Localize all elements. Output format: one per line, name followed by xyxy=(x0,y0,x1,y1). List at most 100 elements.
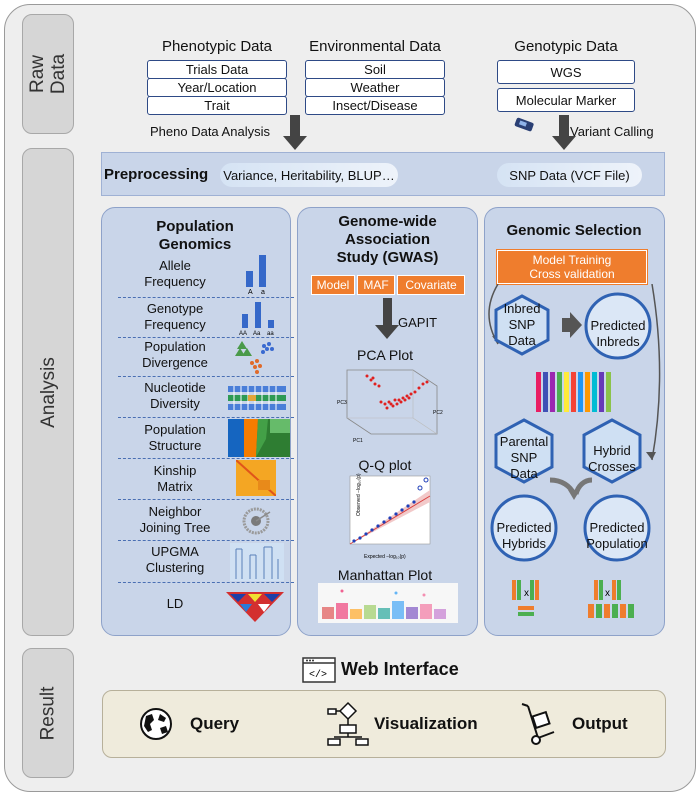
allele-tick-label: a xyxy=(261,289,265,295)
variant-arrow-head xyxy=(552,136,576,150)
genotypic-title: Genotypic Data xyxy=(514,38,618,55)
allele-frequency-chart-icon: A a xyxy=(246,255,266,295)
genomic-selection-title: Genomic Selection xyxy=(506,222,642,239)
variant-arrow-stem xyxy=(559,115,569,137)
allele-tick-label: A xyxy=(248,289,253,295)
inbred-snp-label: Inbred SNP Data xyxy=(503,301,541,348)
population-divergence-icon xyxy=(235,341,274,374)
hybrid-chromosomes: x xyxy=(512,580,539,616)
manhattan-plot-icon xyxy=(318,583,458,623)
genotype-tick-label: aa xyxy=(267,331,274,336)
analysis-side-text: Analysis xyxy=(37,356,59,428)
pg-item-ld: LD xyxy=(166,596,184,611)
pg-item-structure: Population Structure xyxy=(144,422,206,453)
pca-plot-icon: PC3 PC1 PC2 xyxy=(337,369,443,444)
code-icon-text: </> xyxy=(309,669,327,681)
population-structure-icon xyxy=(228,419,290,457)
qq-x-label: Expected −log₁₀(p) xyxy=(364,554,406,560)
ld-heatmap-icon xyxy=(226,592,284,622)
result-side-label: Result xyxy=(22,648,74,778)
qq-plot-title: Q-Q plot xyxy=(358,457,412,473)
genotype-tick-label: AA xyxy=(239,331,247,336)
phenotypic-title: Phenotypic Data xyxy=(161,38,273,55)
pheno-arrow-stem xyxy=(290,115,300,137)
predicted-hybrids-circle xyxy=(490,494,558,562)
pca-axis-label: PC2 xyxy=(433,410,443,416)
dna-sequencer-icon xyxy=(514,117,534,132)
qq-plot-icon: Observed −log₁₀(p) Expected −log₁₀(p) xyxy=(349,473,431,560)
flow-arrow xyxy=(562,312,582,338)
pg-divider xyxy=(118,376,294,377)
pg-item-divergence: Population Divergence xyxy=(142,339,208,370)
geno-item-marker: Molecular Marker xyxy=(497,88,635,112)
pg-divider xyxy=(118,337,294,338)
cross-symbol: x xyxy=(605,588,610,599)
genotype-tick-label: Aa xyxy=(253,331,261,336)
parental-snp-hexagon xyxy=(494,418,554,484)
gs-diagram: x x xyxy=(488,284,661,618)
pheno-item-trait: Trait xyxy=(147,96,287,115)
env-item-soil: Soil xyxy=(305,60,445,79)
pheno-item-trials: Trials Data xyxy=(147,60,287,79)
pg-item-allele: Allele Frequency xyxy=(144,258,206,289)
env-item-insect: Insect/Disease xyxy=(305,96,445,115)
analysis-side-label: Analysis xyxy=(22,148,74,636)
globe-icon xyxy=(140,708,172,740)
neighbor-joining-tree-icon xyxy=(242,507,271,535)
environmental-title: Environmental Data xyxy=(309,38,441,55)
gwas-param-maf: MAF xyxy=(357,275,395,295)
snp-barcode xyxy=(536,372,611,412)
kinship-matrix-icon xyxy=(236,460,276,496)
nucleotide-diversity-icon xyxy=(228,386,286,410)
predicted-population-label: Predicted Population xyxy=(586,520,648,551)
gwas-param-covariate: Covariate xyxy=(397,275,465,295)
gwas-title: Genome-wide Association Study (GWAS) xyxy=(336,213,439,266)
preprocessing-title: Preprocessing xyxy=(104,166,209,183)
parental-snp-label: Parental SNP Data xyxy=(499,434,549,481)
pca-plot-title: PCA Plot xyxy=(356,347,414,363)
predicted-hybrids-label: Predicted Hybrids xyxy=(496,520,552,551)
pg-item-genotype: Genotype Frequency xyxy=(144,301,206,332)
predicted-inbreds-circle xyxy=(584,292,652,360)
code-window-icon: </> xyxy=(302,657,336,683)
pg-divider xyxy=(118,582,294,583)
variant-calling-label: Variant Calling xyxy=(570,124,654,139)
cross-symbol: x xyxy=(524,588,529,599)
predicted-inbreds-label: Predicted Inbreds xyxy=(590,318,646,349)
pheno-arrow-head xyxy=(283,136,307,150)
pheno-analysis-label: Pheno Data Analysis xyxy=(150,124,270,139)
hybrid-crosses-label: Hybrid Crosses xyxy=(588,443,636,474)
pg-divider xyxy=(118,417,294,418)
result-side-text: Result xyxy=(37,686,59,740)
genotype-frequency-chart-icon: AA Aa aa xyxy=(239,302,274,336)
output-label: Output xyxy=(572,714,628,733)
visualization-label: Visualization xyxy=(374,714,478,733)
pg-divider xyxy=(118,540,294,541)
predicted-population-circle xyxy=(583,494,651,562)
raw-data-side-text: Raw Data xyxy=(26,53,69,95)
pheno-item-year: Year/Location xyxy=(147,78,287,97)
gapit-arrow-stem xyxy=(383,298,392,326)
result-strip xyxy=(102,690,666,758)
manhattan-plot-title: Manhattan Plot xyxy=(337,567,433,583)
geno-preprocessing-pill: SNP Data (VCF File) xyxy=(497,163,642,187)
pg-item-upgma: UPGMA Clustering xyxy=(145,544,205,575)
geno-item-wgs: WGS xyxy=(497,60,635,84)
raw-data-side-label: Raw Data xyxy=(22,14,74,134)
population-genomics-title: Population Genomics xyxy=(156,218,234,253)
pheno-preprocessing-pill: Variance, Heritability, BLUP… xyxy=(220,163,398,187)
pg-divider xyxy=(118,499,294,500)
flowchart-icon xyxy=(327,701,369,746)
gwas-param-model: Model xyxy=(311,275,355,295)
web-interface-title: Web Interface xyxy=(341,659,459,679)
pg-item-neighbor: Neighbor Joining Tree xyxy=(139,504,211,535)
gapit-label: GAPIT xyxy=(398,315,438,330)
env-item-weather: Weather xyxy=(305,78,445,97)
pg-divider xyxy=(118,458,294,459)
qq-y-label: Observed −log₁₀(p) xyxy=(356,473,362,516)
model-training-box: Model Training Cross validation xyxy=(496,249,648,285)
pg-item-kinship: Kinship Matrix xyxy=(153,463,197,494)
pca-axis-label: PC1 xyxy=(353,438,363,444)
query-label: Query xyxy=(190,714,240,733)
pg-item-nucleotide: Nucleotide Diversity xyxy=(144,380,206,411)
